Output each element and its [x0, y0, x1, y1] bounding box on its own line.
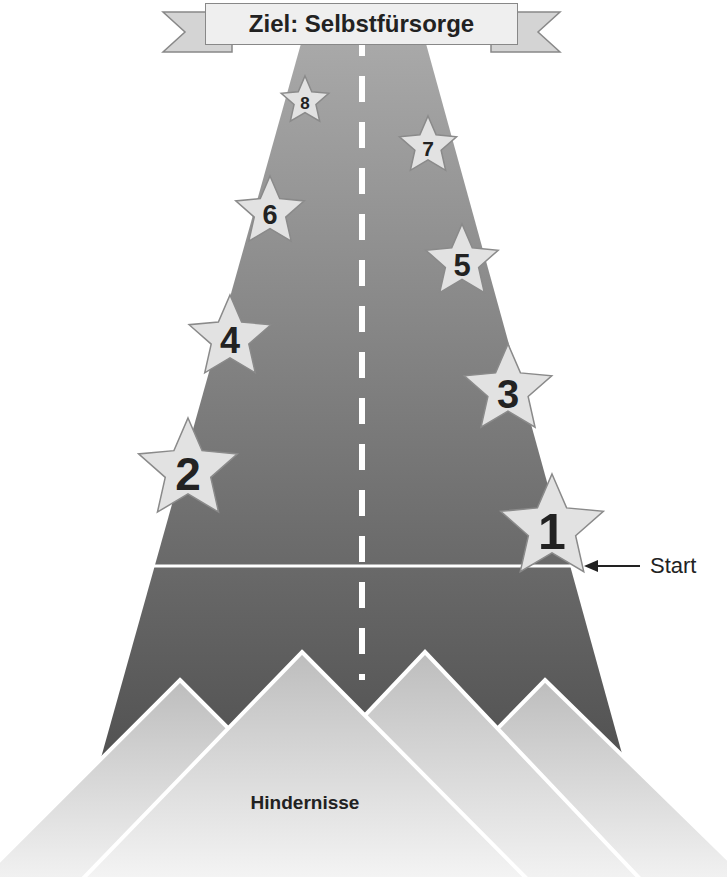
star-outline: [426, 224, 498, 293]
star-outline: [281, 76, 329, 121]
star-marker: 6: [234, 176, 306, 248]
mountain-shape: [70, 652, 540, 877]
goal-banner: Ziel: Selbstfürsorge: [205, 3, 518, 45]
star-marker: 8: [280, 76, 330, 126]
star-marker: 7: [398, 116, 458, 176]
star-marker: 4: [187, 295, 273, 381]
node-text: 1: [538, 507, 566, 557]
obstacle-mountain: Hindernisse: [70, 652, 540, 877]
star-marker: 3: [462, 344, 554, 436]
star-marker: 1: [498, 474, 606, 582]
star-outline: [189, 295, 271, 373]
node-text: 7: [422, 138, 434, 159]
mountain-outline: [70, 652, 540, 877]
arrow-head: [584, 560, 598, 572]
node-text: Ziel: Selbstfürsorge: [249, 12, 474, 36]
star-outline: [399, 116, 456, 170]
node-text: 3: [497, 374, 519, 414]
node-text: 4: [220, 323, 240, 359]
star-marker: 2: [136, 418, 240, 522]
node-text: 6: [262, 202, 277, 229]
star-outline: [464, 344, 552, 427]
node-text: Hindernisse: [251, 793, 360, 812]
node-text: 2: [175, 451, 201, 497]
center-line: [359, 30, 365, 680]
leader-line: [596, 565, 640, 567]
start-label: Start: [650, 553, 696, 579]
node-text: 5: [453, 250, 470, 281]
star-marker: 5: [424, 224, 500, 300]
star-outline: [501, 474, 604, 572]
start-line: [151, 565, 574, 568]
star-outline: [139, 418, 238, 512]
star-outline: [236, 176, 304, 241]
node-text: 8: [300, 95, 309, 112]
